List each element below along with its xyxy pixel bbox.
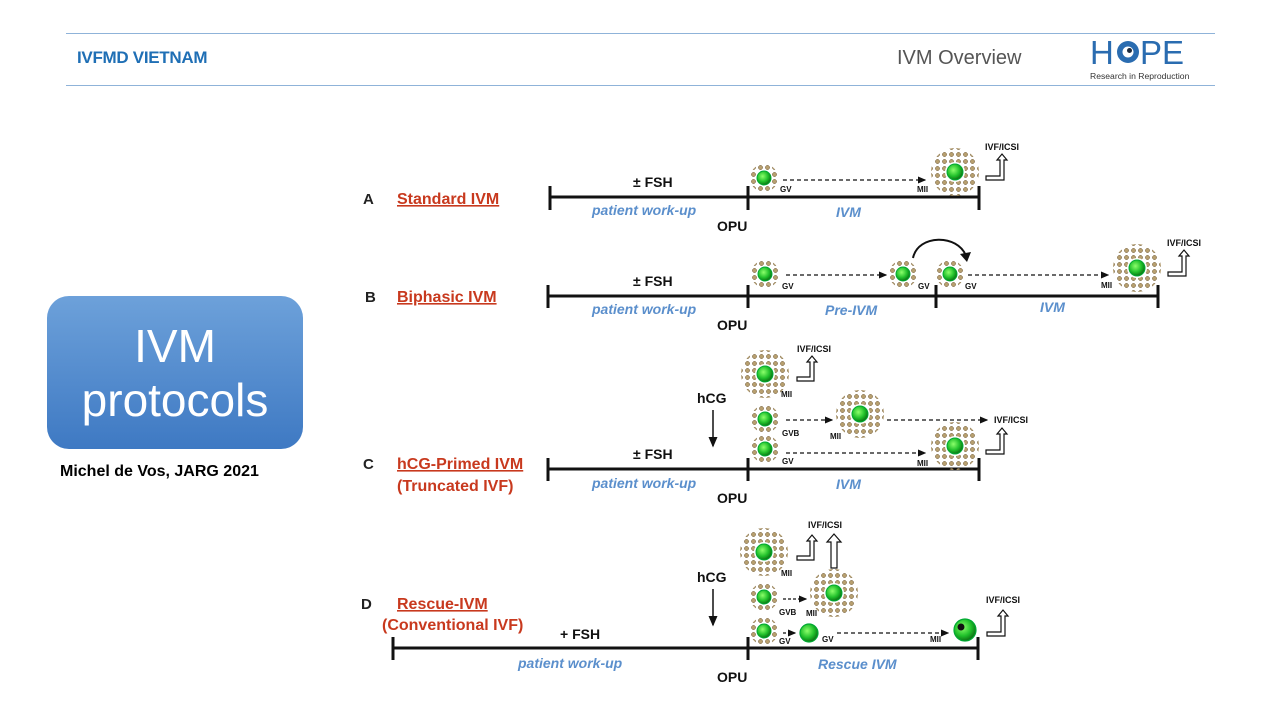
protocol-b-phase-ivm: IVM <box>1040 299 1065 315</box>
gv-label: GV <box>782 457 794 466</box>
protocol-a-name: Standard IVM <box>397 191 499 208</box>
citation: Michel de Vos, JARG 2021 <box>60 463 259 480</box>
oocyte-gvb <box>751 405 779 433</box>
gv-label: GV <box>780 185 792 194</box>
header-top-rule <box>66 33 1215 34</box>
ivf-icsi-label: IVF/ICSI <box>1167 238 1201 248</box>
hcg-label: hCG <box>697 569 727 585</box>
protocol-c-phase-workup: patient work-up <box>591 475 697 491</box>
gv-label: GV <box>782 282 794 291</box>
mii-label: MII <box>917 459 928 468</box>
oocyte-gv <box>750 164 778 192</box>
gvb-label: GVB <box>779 608 797 617</box>
protocol-c-fsh: ± FSH <box>633 446 673 462</box>
deck-title: IVM Overview <box>897 47 1022 69</box>
mii-label: MII <box>781 569 792 578</box>
ivf-icsi-arrow-icon <box>796 355 819 382</box>
mii-label: MII <box>830 432 841 441</box>
protocol-d-phase-rescue-ivm: Rescue IVM <box>818 656 897 672</box>
protocol-c-subtitle: (Truncated IVF) <box>397 478 513 495</box>
oocyte-gv <box>889 260 917 288</box>
oocyte-mii <box>931 148 979 196</box>
ivf-icsi-label: IVF/ICSI <box>808 520 842 530</box>
ivf-icsi-arrow-icon <box>985 153 1009 181</box>
oocyte-mii <box>810 569 858 617</box>
svg-text:H: H <box>1090 34 1114 71</box>
protocol-b-phase-pre-ivm: Pre-IVM <box>825 302 877 318</box>
protocol-a-phase-workup: patient work-up <box>591 202 697 218</box>
protocol-a-phase-ivm: IVM <box>836 204 861 220</box>
protocol-c-phase-ivm: IVM <box>836 476 861 492</box>
gvb-label: GVB <box>782 429 800 438</box>
transfer-curved-arrow <box>912 238 967 259</box>
protocol-b-phase-workup: patient work-up <box>591 301 697 317</box>
protocol-d-subtitle: (Conventional IVF) <box>382 617 523 634</box>
up-arrow-icon <box>825 533 843 569</box>
gv-label: GV <box>918 282 930 291</box>
protocol-a-fsh: ± FSH <box>633 174 673 190</box>
gv-label: GV <box>965 282 977 291</box>
oocyte-gv <box>751 435 779 463</box>
protocol-d-phase-workup: patient work-up <box>517 655 623 671</box>
oocyte-gv <box>750 617 778 645</box>
oocyte-mii <box>740 528 788 576</box>
protocol-d-opu: OPU <box>717 669 747 685</box>
denuded-oocyte-gv <box>799 623 819 643</box>
ivf-icsi-arrow-icon <box>986 609 1010 637</box>
mii-label: MII <box>781 390 792 399</box>
ivf-icsi-label: IVF/ICSI <box>994 415 1028 425</box>
gv-label: GV <box>822 635 834 644</box>
protocol-d-letter: D <box>361 596 372 613</box>
ivf-icsi-label: IVF/ICSI <box>797 344 831 354</box>
oocyte-gv <box>751 260 779 288</box>
oocyte-gv <box>936 260 964 288</box>
oocyte-mii <box>1113 244 1161 292</box>
brand-label: IVFMD VIETNAM <box>77 48 208 67</box>
ivf-icsi-arrow-icon <box>1167 249 1191 277</box>
gv-label: GV <box>779 637 791 646</box>
hope-logo: H PE Research in Reproduction <box>1090 34 1190 81</box>
ivf-icsi-label: IVF/ICSI <box>985 142 1019 152</box>
protocol-d-fsh: + FSH <box>560 626 600 642</box>
mii-label: MII <box>806 609 817 618</box>
ivf-icsi-label: IVF/ICSI <box>986 595 1020 605</box>
protocol-b-opu: OPU <box>717 317 747 333</box>
protocol-c-name: hCG-Primed IVM <box>397 456 523 473</box>
protocol-d-name: Rescue-IVM <box>397 596 488 613</box>
denuded-oocyte-mii <box>953 618 977 642</box>
svg-text:PE: PE <box>1140 34 1184 71</box>
mii-label: MII <box>917 185 928 194</box>
mii-label: MII <box>930 635 941 644</box>
hope-logo-tagline: Research in Reproduction <box>1090 71 1190 81</box>
protocol-c-opu: OPU <box>717 490 747 506</box>
protocol-a-letter: A <box>363 191 374 208</box>
ivf-icsi-arrow-icon <box>796 534 819 561</box>
oocyte-mii <box>741 350 789 398</box>
hcg-label: hCG <box>697 390 727 406</box>
ivm-protocols-box: IVM protocols <box>47 296 303 449</box>
header-bottom-rule <box>66 85 1215 86</box>
ivf-icsi-arrow-icon <box>985 427 1009 455</box>
protocol-c-letter: C <box>363 456 374 473</box>
protocol-b-letter: B <box>365 289 376 306</box>
protocol-a-opu: OPU <box>717 218 747 234</box>
oocyte-mii <box>836 390 884 438</box>
protocol-b-fsh: ± FSH <box>633 273 673 289</box>
oocyte-gvb <box>750 583 778 611</box>
protocol-b-name: Biphasic IVM <box>397 289 497 306</box>
oocyte-mii <box>931 422 979 470</box>
mii-label: MII <box>1101 281 1112 290</box>
ivm-protocols-title: IVM protocols <box>81 319 269 426</box>
